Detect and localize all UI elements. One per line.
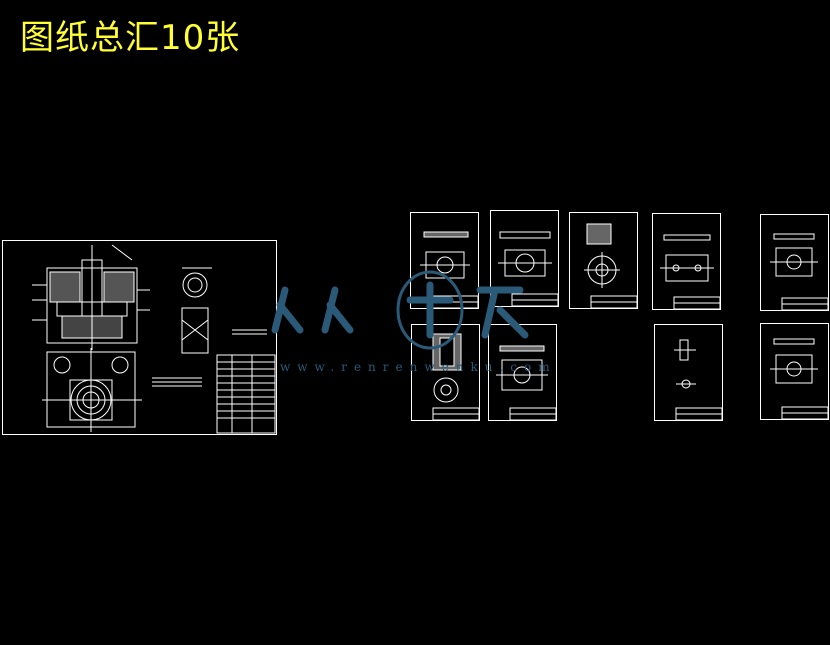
watermark-url: www.renrenwenku.com: [280, 360, 557, 374]
part-drawing-1-sheet: [410, 212, 479, 309]
part-drawing-9-sheet: [760, 323, 829, 420]
part-drawing-4-sheet: [652, 213, 721, 310]
part-drawing-7-sheet: [488, 324, 557, 421]
part-drawing-8-sheet: [654, 324, 723, 421]
page-title: 图纸总汇10张: [20, 18, 241, 58]
part-drawing-3-sheet: [569, 212, 638, 309]
part-drawing-2-sheet: [490, 210, 559, 307]
assembly-drawing-sheet: [2, 240, 277, 435]
part-drawing-5-sheet: [760, 214, 829, 311]
